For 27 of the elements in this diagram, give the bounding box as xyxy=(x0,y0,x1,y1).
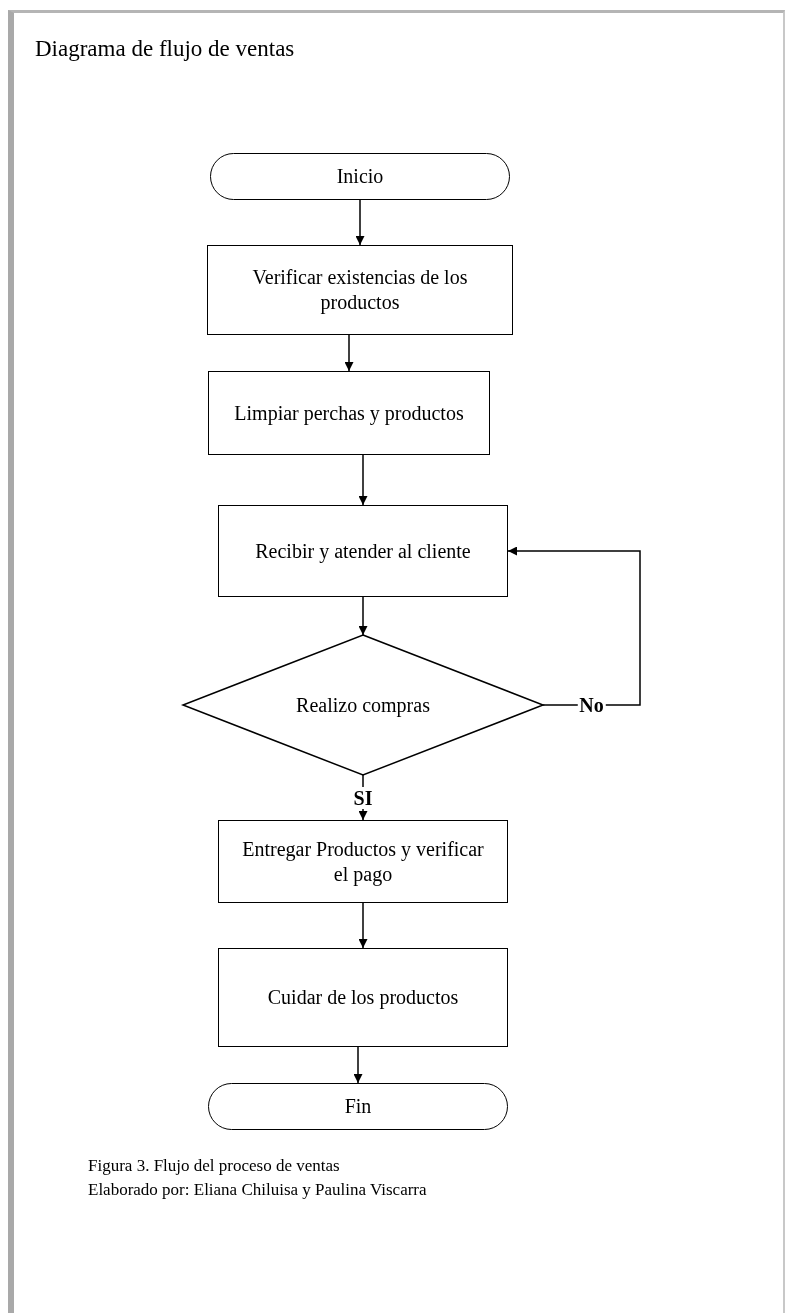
node-text: Realizo compras xyxy=(296,692,430,718)
terminal-shape xyxy=(208,1083,508,1130)
process-box xyxy=(218,505,508,597)
node-text: Fin xyxy=(344,1094,372,1119)
terminal-shape xyxy=(210,153,510,200)
arrow xyxy=(358,596,368,636)
process-box xyxy=(207,245,513,335)
decision-diamond xyxy=(183,635,543,775)
node-text: Verificar existencias de los productos xyxy=(251,265,469,315)
arrow xyxy=(358,902,368,949)
arrow xyxy=(507,546,641,706)
arrow xyxy=(355,199,365,246)
node-text: Inicio xyxy=(336,164,384,189)
process-box xyxy=(218,820,508,903)
node-text: Entregar Productos y verificar el pago xyxy=(241,836,485,887)
edge-label: SI xyxy=(351,786,375,809)
credit-note: Elaborado por: Eliana Chiluisa y Paulina Viscarra xyxy=(88,1179,427,1201)
process-box xyxy=(208,371,490,455)
arrow xyxy=(358,454,368,506)
node-text: Cuidar de los productos xyxy=(267,985,459,1010)
process-box xyxy=(218,948,508,1047)
arrow xyxy=(344,334,354,372)
arrow xyxy=(353,1046,363,1084)
node-text: Limpiar perchas y productos xyxy=(234,400,464,426)
node-text: Recibir y atender al cliente xyxy=(255,538,471,564)
figure-caption: Figura 3. Flujo del proceso de ventas xyxy=(88,1155,340,1177)
diagram-title: Diagrama de flujo de ventas xyxy=(35,36,295,62)
